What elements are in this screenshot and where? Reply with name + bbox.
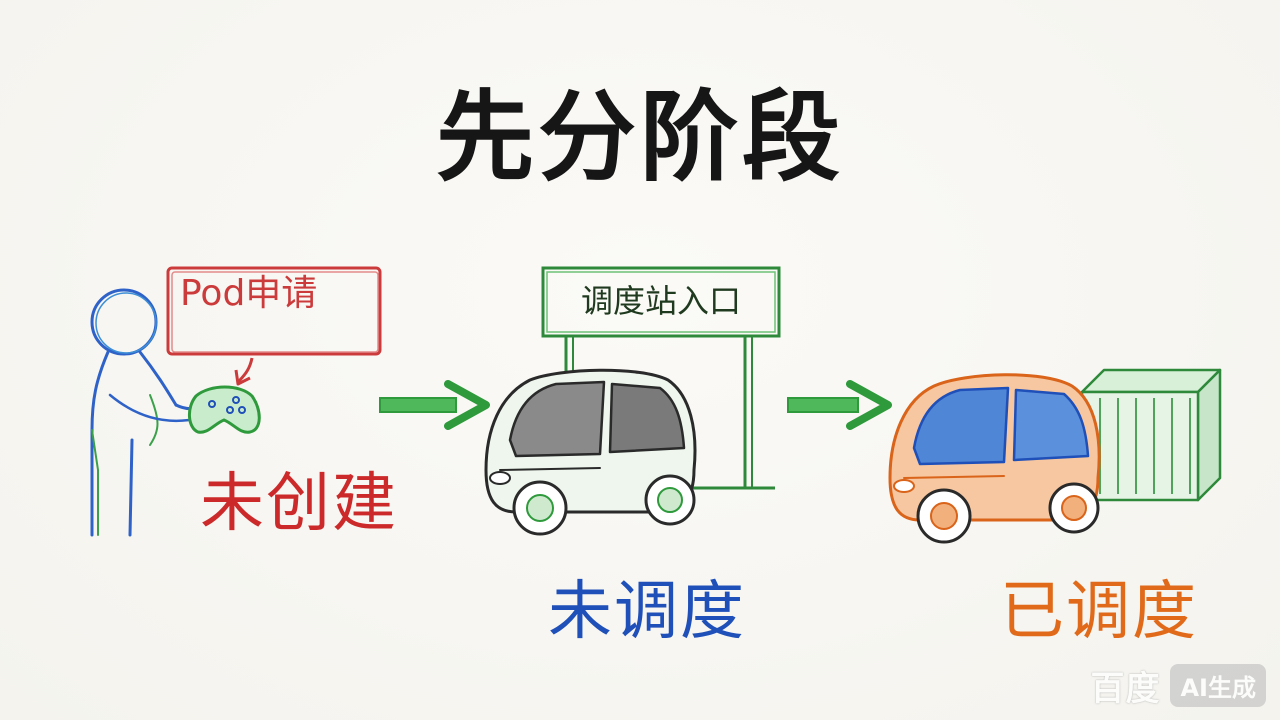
ai-generated-badge: AI生成 xyxy=(1170,664,1266,707)
stage-label-unscheduled: 未调度 xyxy=(548,575,746,649)
stage-label-scheduled: 已调度 xyxy=(1000,575,1198,649)
car-scheduled xyxy=(888,373,1101,544)
person-figure xyxy=(90,288,208,537)
gamepad-icon xyxy=(188,385,261,434)
scheduler-sign-label: 调度站入口 xyxy=(580,282,741,320)
page-title: 先分阶段 xyxy=(435,81,844,195)
pod-request-tag: Pod申请 xyxy=(180,273,318,314)
baidu-logo: 百度 xyxy=(1090,669,1161,709)
pod-tag-box xyxy=(166,266,382,386)
watermark: 百度 AI生成 xyxy=(1090,661,1266,710)
arrow-1 xyxy=(379,380,490,430)
car-unscheduled xyxy=(484,368,697,536)
container-box xyxy=(1080,368,1222,502)
scheduler-gate xyxy=(541,266,781,490)
stage-label-uncreated: 未创建 xyxy=(200,467,398,541)
arrow-2 xyxy=(787,380,892,430)
